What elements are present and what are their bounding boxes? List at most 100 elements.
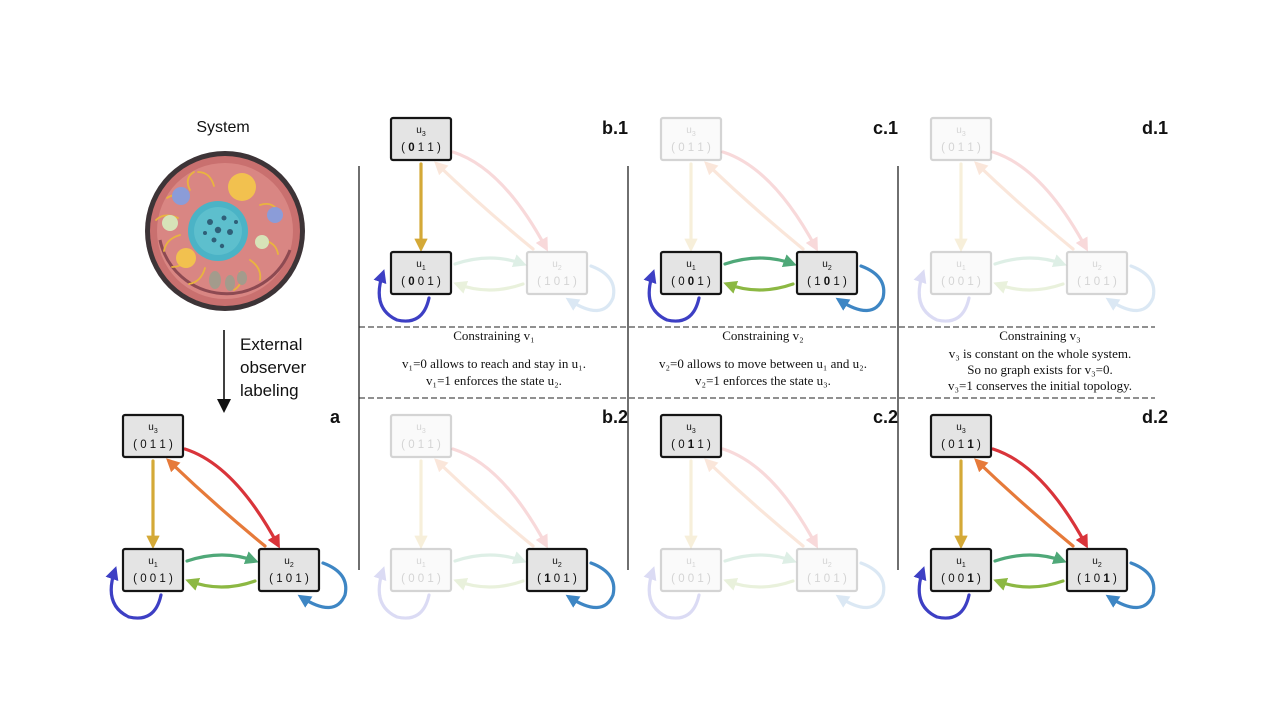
node-state-u3: ( 0 1 1 ) (401, 439, 441, 451)
constraint-b: Constraining v₁ v₁=0 allows to reach and… (402, 328, 586, 388)
edge-u2-loop (1105, 561, 1156, 610)
node-name-u3: u3 (686, 422, 696, 435)
node-u3: u3 ( 0 1 1 ) (121, 413, 185, 459)
edge-u1-to-u2 (453, 254, 527, 267)
constraint-c-line-2: v₂=1 enforces the state u₃. (695, 373, 831, 388)
node-state-u1: ( 0 0 1 ) (941, 573, 981, 585)
node-state-u3: ( 0 1 1 ) (671, 439, 711, 451)
edge-u1-to-u2 (993, 551, 1067, 564)
constraint-b-title: Constraining v₁ (453, 328, 534, 343)
node-state-u2: ( 1 0 1 ) (1077, 276, 1117, 288)
panel-d1: d.1 u3 ( 0 1 1 ) u1( 0 0 1 ) u2 ( 1 0 1 ) (913, 116, 1168, 323)
edge-u1-to-u2 (453, 551, 527, 564)
separators (358, 166, 1155, 570)
edge-u1-to-u2 (723, 254, 797, 267)
edge-u2-loop (835, 561, 886, 610)
edge-u2-to-u3 (974, 161, 1075, 251)
edge-u2-to-u1 (453, 578, 525, 591)
node-name-u2: u2 (822, 556, 832, 569)
panel-label-a: a (330, 407, 341, 427)
node-name-u2: u2 (552, 259, 562, 272)
panel-b2: b.2 u3 ( 0 1 1 ) u1 ( 0 0 1 ) u2 ( 1 0 1 ) (373, 407, 628, 620)
panel-d2: d.2u3( 0 1 1 )u1( 0 0 1 )u2( 1 0 1 ) (913, 407, 1168, 620)
node-u1: u1 ( 0 0 1 ) (929, 547, 993, 593)
edge-u2-to-u3 (434, 161, 535, 251)
edge-u2-to-u3 (704, 458, 805, 548)
panel-label-c2: c.2 (873, 407, 898, 427)
node-state-u3: ( 0 1 1 ) (401, 142, 441, 154)
node-u2: u2( 1 0 1 ) (795, 250, 859, 296)
node-name-u1: u1 (416, 556, 426, 569)
edge-u3-to-u2 (991, 447, 1088, 549)
edge-u2-loop (297, 561, 348, 610)
node-name-u1: u1 (956, 259, 966, 272)
constraint-d: Constraining v₃ v₃ is constant on the wh… (948, 328, 1132, 393)
node-u3: u3( 0 1 1 ) (389, 116, 453, 162)
node-name-u1: u1 (148, 556, 158, 569)
node-name-u1: u1 (686, 259, 696, 272)
edge-u3-to-u2 (451, 150, 548, 252)
node-u2: u2 ( 1 0 1 ) (1065, 250, 1129, 296)
edge-u2-to-u3 (434, 458, 535, 548)
node-name-u1: u1 (956, 556, 966, 569)
edge-u1-loop (373, 566, 431, 620)
node-state-u1: ( 0 0 1 ) (401, 573, 441, 585)
node-u2: u2 ( 1 0 1 ) (525, 250, 589, 296)
node-name-u2: u2 (1092, 259, 1102, 272)
node-state-u1: ( 0 0 1 ) (133, 573, 173, 585)
node-name-u3: u3 (416, 422, 426, 435)
constraint-b-line-1: v₁=0 allows to reach and stay in u₁. (402, 356, 586, 371)
node-u1: u1 ( 0 0 1 ) (121, 547, 185, 593)
edge-u1-loop (373, 269, 431, 323)
constraint-b-line-2: v₁=1 enforces the state u₂. (426, 373, 562, 388)
node-name-u2: u2 (1092, 556, 1102, 569)
node-u1: u1 ( 0 0 1 ) (389, 547, 453, 593)
edge-u2-to-u3 (704, 161, 805, 251)
node-name-u3: u3 (956, 422, 966, 435)
edge-u3-to-u2 (451, 447, 548, 549)
node-state-u3: ( 0 1 1 ) (133, 439, 173, 451)
constraint-d-line-3: v₃=1 conserves the initial topology. (948, 378, 1132, 393)
node-u1: u1 ( 0 0 1 ) (389, 250, 453, 296)
edge-u2-to-u1 (453, 281, 525, 294)
panel-b1: b.1 u3( 0 1 1 ) u1 ( 0 0 1 ) u2 ( 1 0 1 ) (373, 116, 628, 323)
node-state-u3: ( 0 1 1 ) (941, 439, 981, 451)
panel-label-b1: b.1 (602, 118, 628, 138)
node-u2: u2 ( 1 0 1 ) (525, 547, 589, 593)
node-state-u1: ( 0 0 1 ) (401, 276, 441, 288)
node-u3: u3 ( 0 1 1 ) (659, 413, 723, 459)
node-state-u2: ( 1 0 1 ) (269, 573, 309, 585)
node-u2: u2( 1 0 1 ) (257, 547, 321, 593)
node-u1: u1( 0 0 1 ) (929, 250, 993, 296)
node-name-u3: u3 (148, 422, 158, 435)
node-name-u1: u1 (416, 259, 426, 272)
constraint-c-line-1: v₂=0 allows to move between u₁ and u₂. (659, 356, 867, 371)
node-state-u2: ( 1 0 1 ) (537, 573, 577, 585)
panel-label-d1: d.1 (1142, 118, 1168, 138)
node-state-u2: ( 1 0 1 ) (1077, 573, 1117, 585)
panel-label-c1: c.1 (873, 118, 898, 138)
panel-c2: c.2u3( 0 1 1 )u1( 0 0 1 )u2( 1 0 1 ) (643, 407, 898, 620)
node-u3: u3( 0 1 1 ) (659, 116, 723, 162)
node-state-u1: ( 0 0 1 ) (671, 276, 711, 288)
observer-arrow (217, 330, 231, 413)
edge-u2-loop (565, 264, 616, 313)
edge-u1-to-u2 (185, 551, 259, 564)
observer-label-line-2: observer (240, 358, 306, 377)
edge-u2-loop (1105, 264, 1156, 313)
node-state-u3: ( 0 1 1 ) (941, 142, 981, 154)
node-name-u3: u3 (956, 125, 966, 138)
system-title: System (196, 119, 249, 136)
edge-u2-loop (835, 264, 886, 313)
node-u3: u3 ( 0 1 1 ) (929, 116, 993, 162)
node-u1: u1 ( 0 0 1 ) (659, 250, 723, 296)
node-name-u2: u2 (822, 259, 832, 272)
edge-u2-to-u1 (723, 578, 795, 591)
node-state-u2: ( 1 0 1 ) (537, 276, 577, 288)
constraint-d-line-2: So no graph exists for v₃=0. (967, 362, 1112, 377)
node-name-u2: u2 (552, 556, 562, 569)
node-state-u2: ( 1 0 1 ) (807, 573, 847, 585)
panel-label-b2: b.2 (602, 407, 628, 427)
panels-layer: au3( 0 1 1 )u1( 0 0 1 )u2( 1 0 1 )b.1u3(… (105, 116, 1168, 620)
